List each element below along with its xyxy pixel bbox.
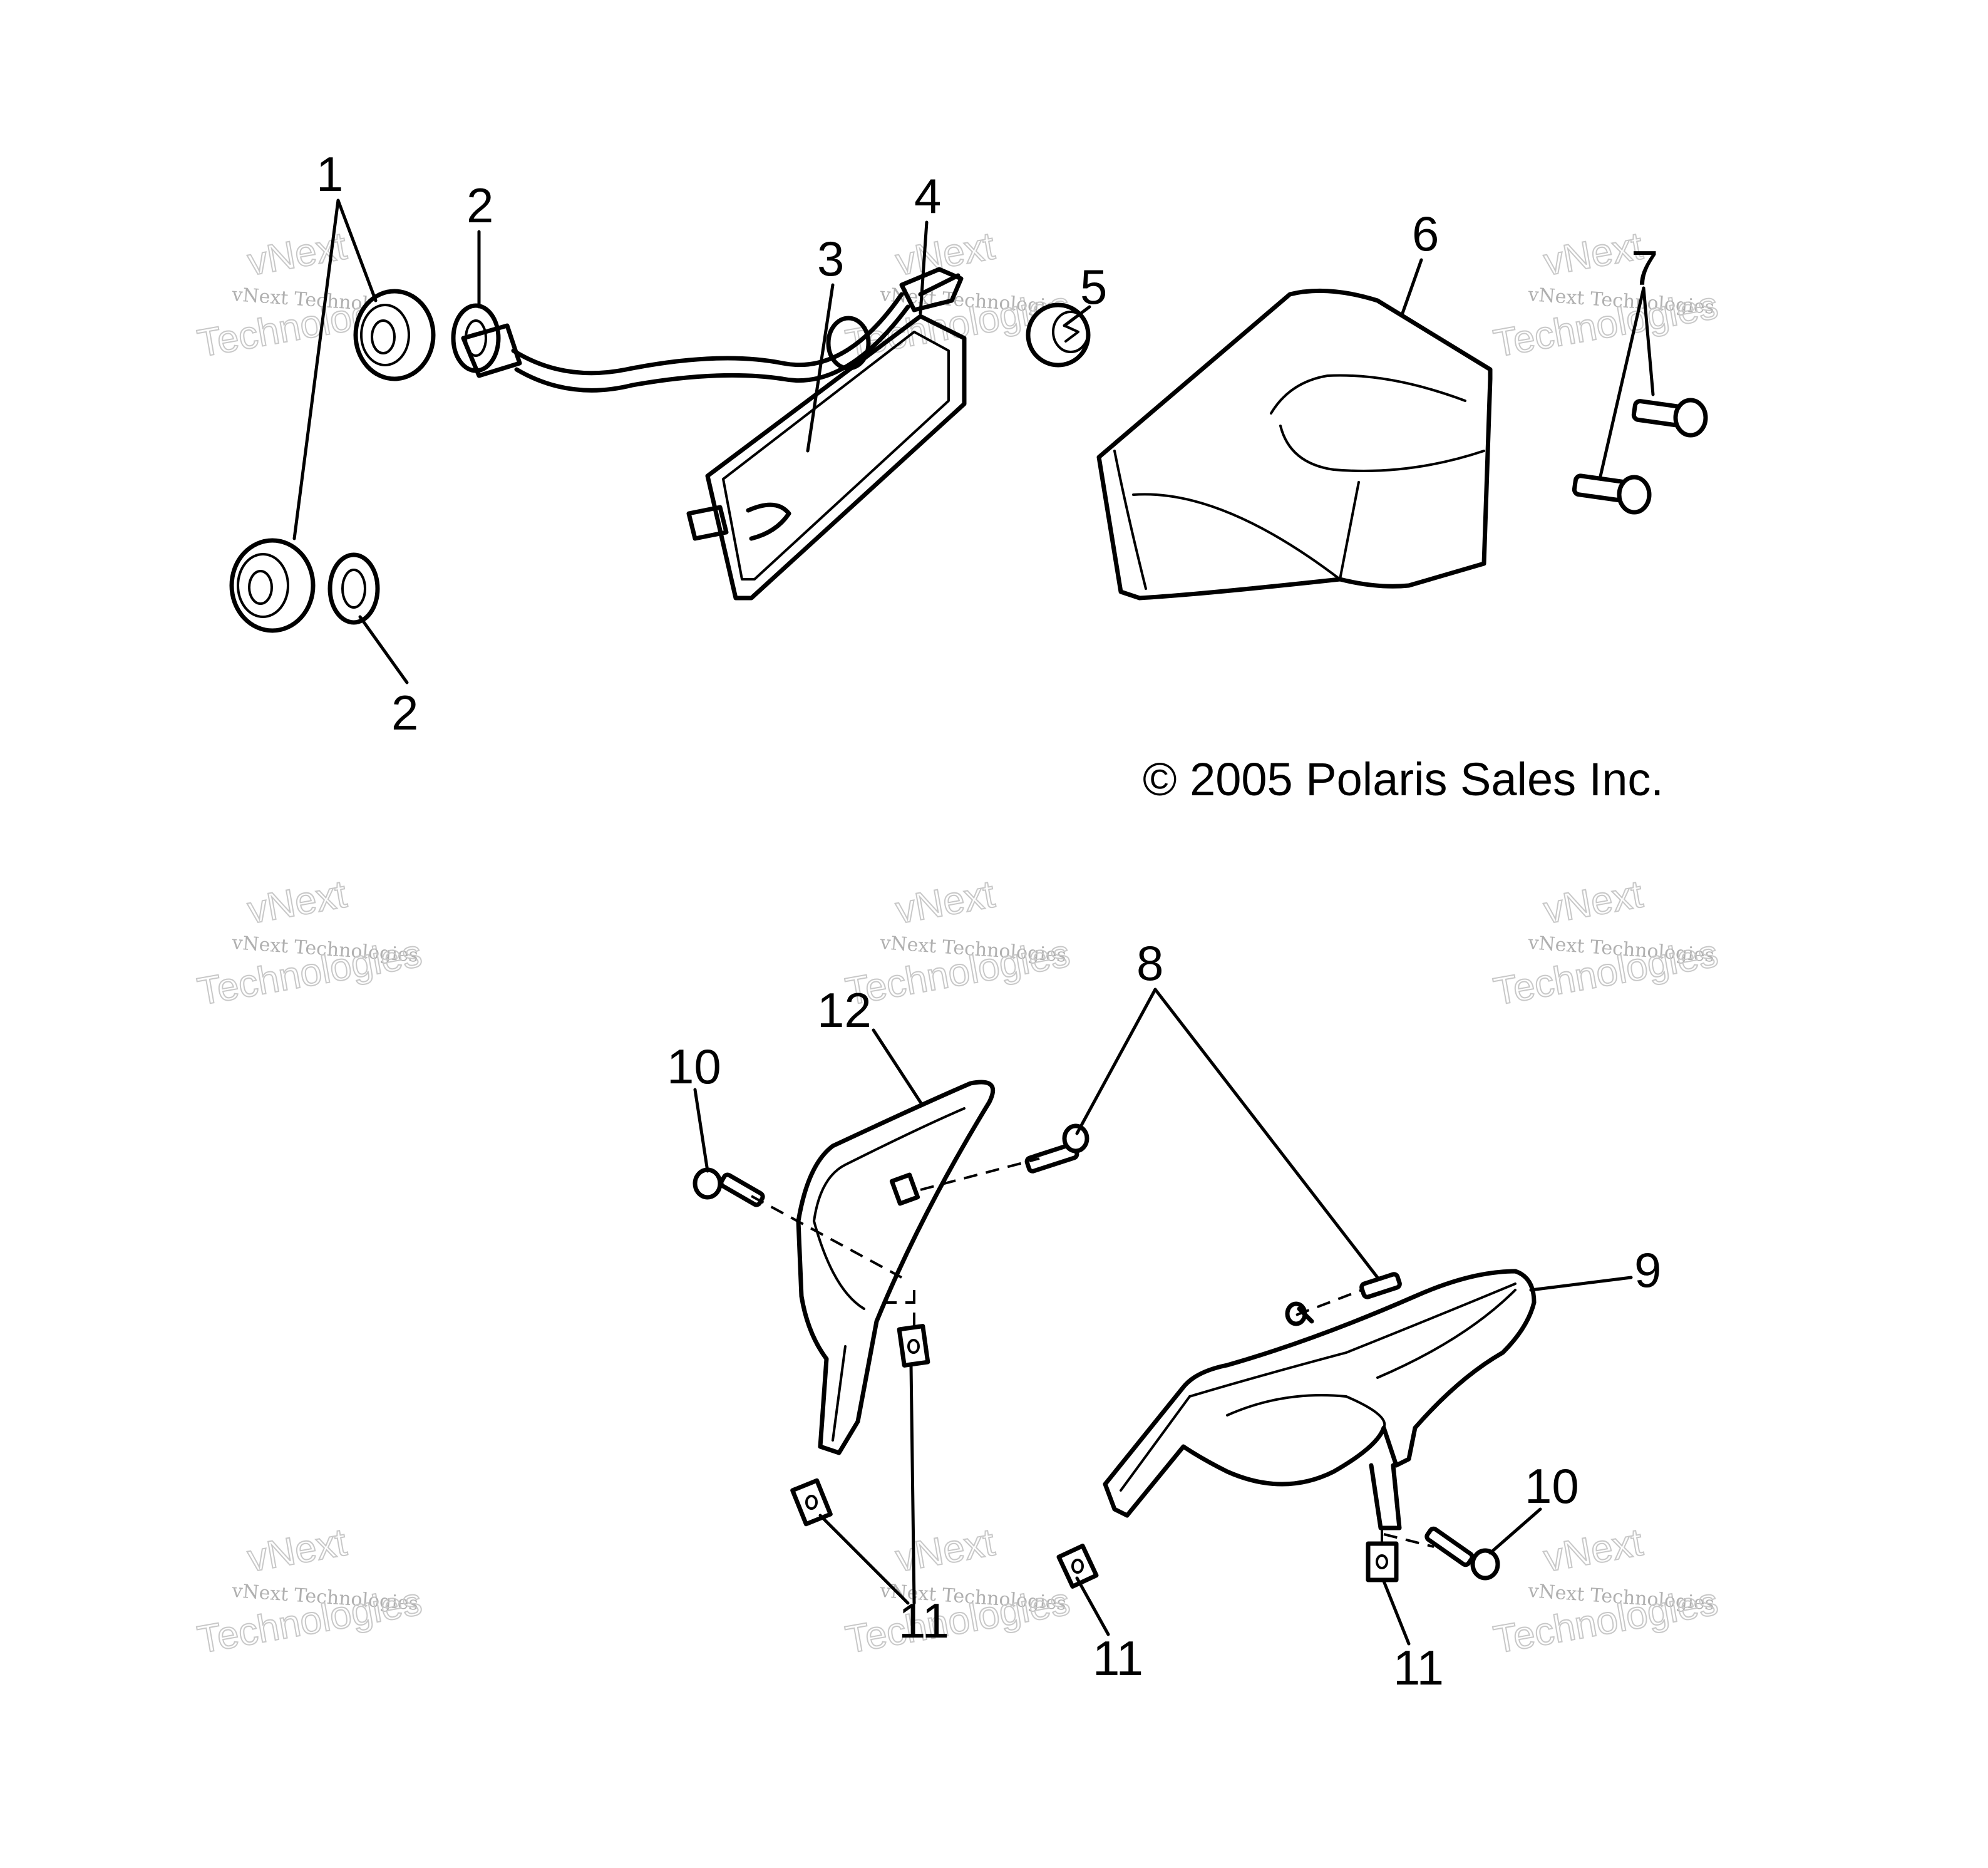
- callout-8: 8: [1136, 936, 1163, 991]
- callout-9: 9: [1634, 1242, 1661, 1298]
- watermark-group: vNext vNext Technologies Technologies vN…: [193, 224, 1721, 1662]
- callout-11-right: 11: [1393, 1640, 1444, 1695]
- part-6-lens: [1096, 288, 1493, 601]
- part-9-right-housing: [1103, 1269, 1537, 1530]
- part-11-clip-a: [897, 1324, 930, 1368]
- callout-2-upper: 2: [466, 178, 493, 233]
- watermark-5: vNext vNext Technologies Technologies: [842, 872, 1073, 1014]
- callout-labels: 1 2 2 3 4 5 6 7 8 9 10 10 11 11 11 12: [316, 147, 1661, 1695]
- part-11-clip-d: [1366, 1541, 1399, 1582]
- part-7-screw-lower: [1572, 473, 1652, 515]
- part-8-screw-right: [1285, 1272, 1402, 1326]
- part-10-screw-right: [1424, 1526, 1500, 1581]
- watermark-big-top: vNext: [1540, 872, 1646, 932]
- part-11-clip-c: [1056, 1544, 1099, 1589]
- part-12-left-housing: [796, 1080, 996, 1455]
- watermark-7: vNext vNext Technologies Technologies: [193, 1520, 425, 1662]
- part-8-screw-left: [1024, 1123, 1089, 1174]
- callout-11-left: 11: [899, 1593, 949, 1648]
- watermark-big-top: vNext: [244, 872, 349, 932]
- wire-harness: [461, 292, 910, 393]
- watermark-big-top: vNext: [1540, 1520, 1646, 1580]
- watermark-big-top: vNext: [1540, 224, 1646, 284]
- callout-6: 6: [1412, 206, 1439, 261]
- callout-7: 7: [1631, 240, 1658, 296]
- part-4-bulb-socket: [899, 267, 964, 312]
- callout-3: 3: [817, 231, 844, 286]
- watermark-big-top: vNext: [892, 1520, 997, 1580]
- part-7-screw-upper: [1631, 398, 1708, 438]
- top-leader-lines: [292, 199, 1655, 684]
- watermark-9: vNext vNext Technologies Technologies: [1490, 1520, 1721, 1662]
- part-3-lamp-housing: [686, 314, 967, 601]
- watermark-4: vNext vNext Technologies Technologies: [193, 872, 425, 1014]
- assembly-dash-lines: [751, 1157, 1434, 1548]
- part-1-grommet-upper: [353, 289, 436, 381]
- part-2-washer-lower: [327, 552, 380, 625]
- watermark-big-top: vNext: [892, 872, 997, 932]
- callout-10-left: 10: [667, 1039, 721, 1094]
- watermark-big-top: vNext: [244, 1520, 349, 1580]
- copyright-notice: © 2005 Polaris Sales Inc.: [1143, 753, 1664, 805]
- callout-5: 5: [1080, 259, 1107, 314]
- watermark-6: vNext vNext Technologies Technologies: [1490, 872, 1721, 1014]
- part-11-clip-b: [790, 1478, 833, 1527]
- callout-12: 12: [817, 983, 872, 1038]
- callout-4: 4: [914, 168, 941, 224]
- callout-10-right: 10: [1525, 1458, 1579, 1514]
- callout-2-lower: 2: [391, 685, 418, 740]
- watermark-3: vNext vNext Technologies Technologies: [1490, 224, 1721, 366]
- part-2-washer-upper: [451, 303, 501, 373]
- part-10-screw-left: [693, 1167, 765, 1207]
- part-1-grommet-lower: [229, 538, 316, 633]
- watermark-big-top: vNext: [892, 224, 997, 284]
- callout-11-middle: 11: [1093, 1631, 1143, 1686]
- bottom-leader-lines: [693, 988, 1633, 1646]
- watermark-8: vNext vNext Technologies Technologies: [842, 1520, 1073, 1662]
- callout-1: 1: [316, 147, 343, 202]
